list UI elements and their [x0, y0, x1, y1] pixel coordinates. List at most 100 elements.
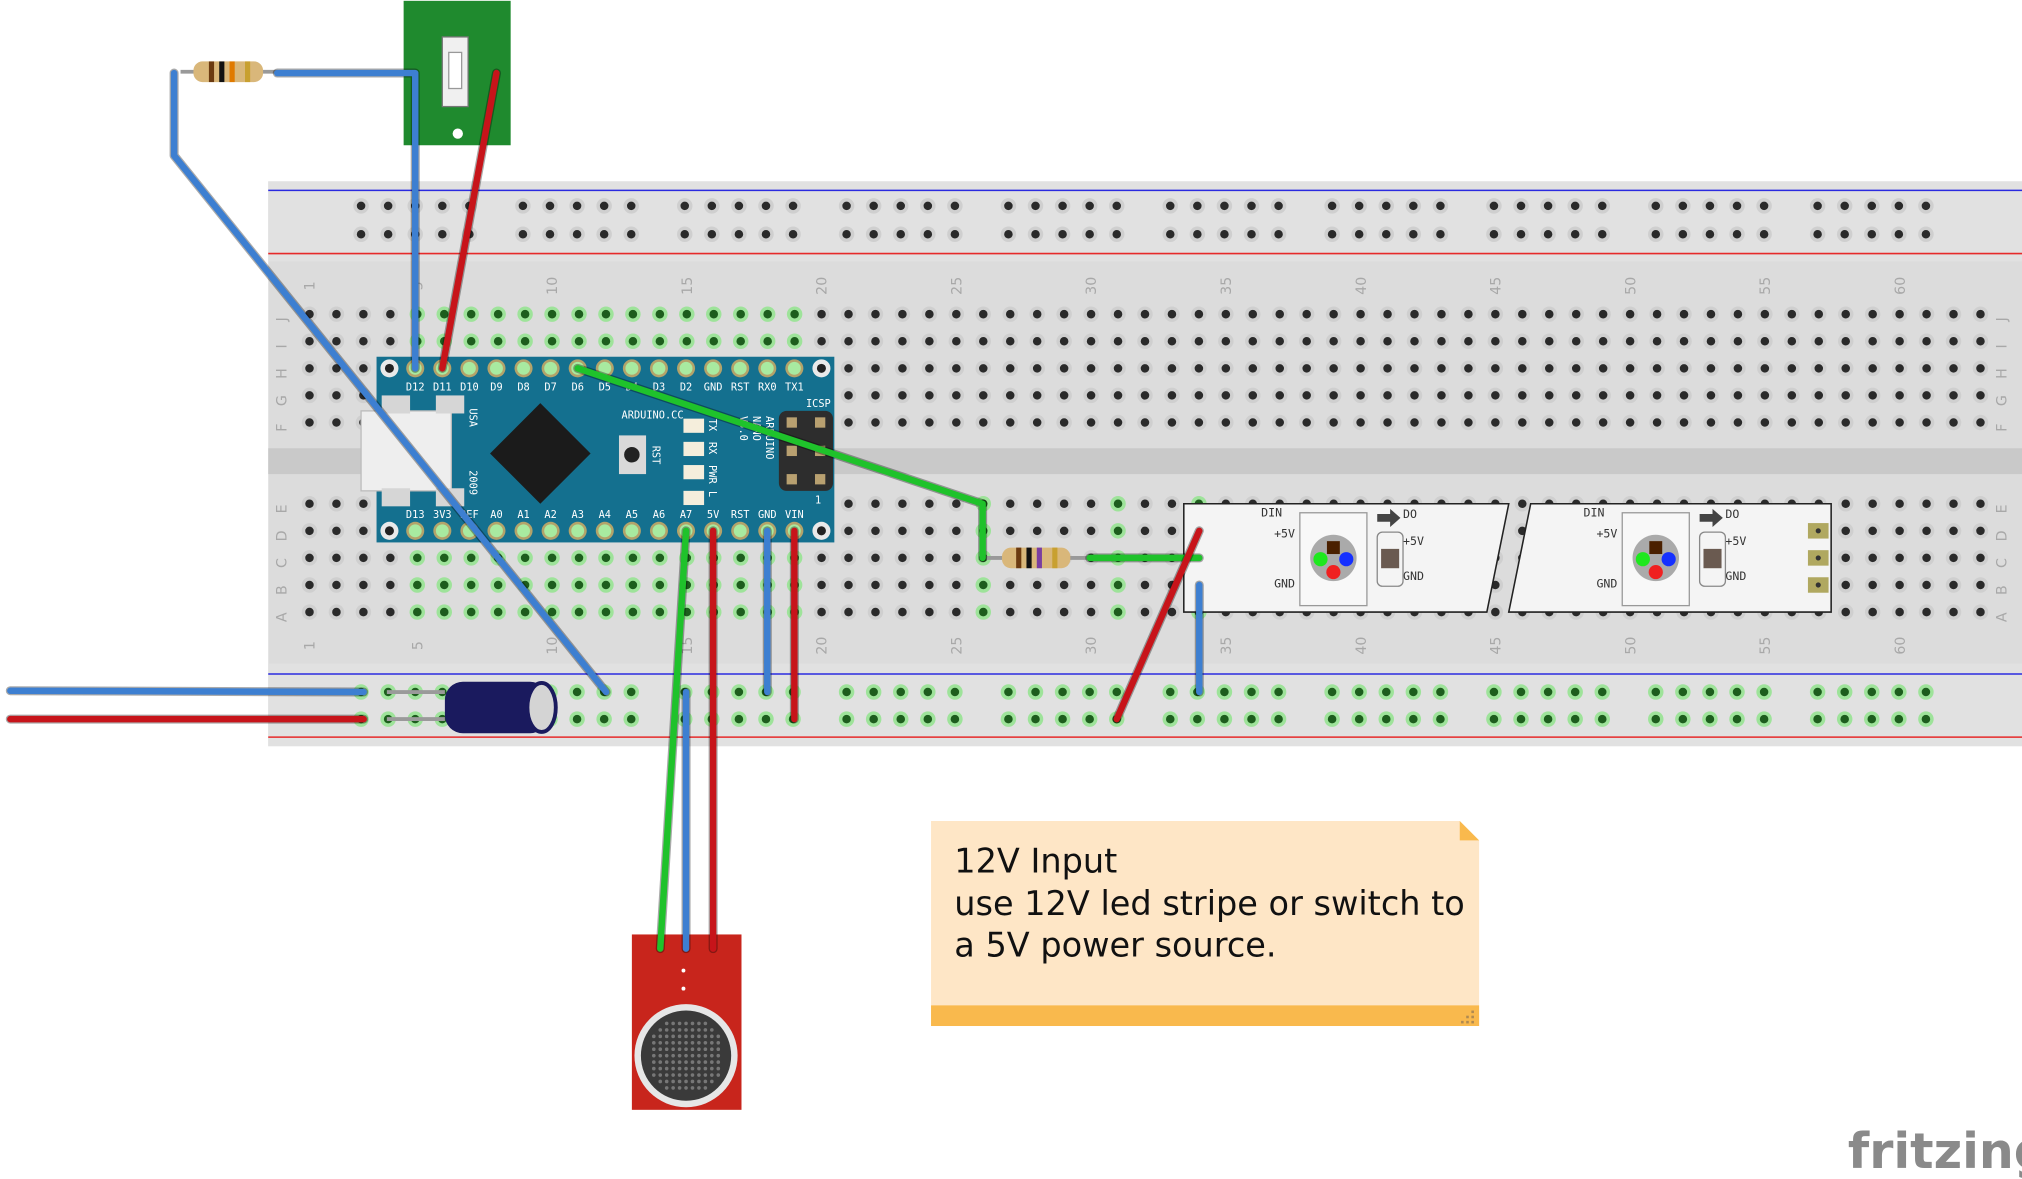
hole-center — [1248, 309, 1258, 319]
hole-center — [1840, 687, 1849, 697]
hole-center — [1706, 364, 1716, 373]
hole-center — [1005, 580, 1015, 590]
hole-center — [871, 499, 880, 509]
hole-center — [1759, 687, 1769, 697]
row-letter: H — [274, 368, 290, 379]
row-letter: J — [274, 317, 290, 322]
hole-center — [788, 201, 798, 211]
hole-center — [1895, 337, 1904, 346]
hole-center — [628, 607, 638, 617]
note-body[interactable] — [931, 820, 1480, 1027]
hole-center — [1651, 714, 1661, 724]
led-label: TX — [706, 419, 718, 432]
wire-red-strip-5v[interactable] — [1113, 527, 1203, 723]
push-button-actuator[interactable] — [448, 51, 463, 90]
hole-center — [1489, 714, 1499, 724]
hole-center — [1787, 364, 1797, 373]
hole-center — [1085, 229, 1094, 239]
hole-center — [923, 201, 933, 211]
pin-label-bottom: GND — [758, 509, 777, 521]
hole-center — [1652, 418, 1662, 427]
hole-center — [574, 553, 584, 563]
plus5v-label: +5V — [1274, 526, 1295, 540]
wire-red-button-d11[interactable] — [439, 69, 500, 372]
hole-center — [1220, 687, 1229, 697]
wire-blue-input-gnd[interactable] — [7, 687, 367, 696]
hole-center — [842, 229, 851, 239]
hole-center — [1247, 201, 1256, 211]
hole-center — [1112, 229, 1121, 239]
hole-center — [655, 553, 665, 563]
capacitor-top — [525, 681, 558, 734]
hole-center — [871, 337, 880, 346]
hole-center — [1625, 309, 1635, 319]
hole-center — [1436, 229, 1445, 239]
hole-center — [439, 607, 449, 617]
hole-center — [305, 337, 314, 346]
hole-center — [1598, 337, 1608, 346]
hole-center — [1354, 229, 1364, 239]
usb-tab — [381, 488, 411, 507]
wire-blue-button-d12[interactable] — [274, 69, 419, 372]
hole-center — [1895, 580, 1904, 590]
hole-center — [1086, 607, 1096, 617]
wire-green-d6[interactable] — [574, 365, 986, 562]
hole-center — [1787, 418, 1797, 427]
column-number: 1 — [303, 281, 319, 290]
reset-button-cap[interactable] — [624, 447, 640, 463]
hole-center — [869, 201, 878, 211]
pin-label-top: D8 — [517, 381, 529, 393]
hole-center — [466, 337, 476, 346]
hole-center — [1086, 418, 1096, 427]
icsp-pin — [786, 474, 797, 485]
hole-center — [359, 364, 368, 373]
icsp-pin — [786, 417, 797, 428]
column-number: 35 — [1219, 637, 1235, 655]
hole-center — [628, 580, 638, 590]
hole-center — [923, 229, 933, 239]
reset-label: RST — [650, 446, 662, 465]
hole-center — [871, 418, 880, 427]
hole-center — [844, 580, 853, 590]
row-letter: I — [274, 344, 290, 348]
hole-center — [1895, 499, 1904, 509]
hole-center — [952, 337, 961, 346]
hole-center — [950, 687, 960, 697]
wire-blue-resistor-gnd[interactable] — [170, 69, 610, 696]
hole-center — [1437, 309, 1446, 319]
column-number: 60 — [1893, 277, 1909, 295]
hole-center — [952, 499, 961, 509]
column-number: 5 — [410, 641, 426, 650]
pin-label-bottom: A5 — [626, 509, 638, 521]
hole-center — [332, 364, 341, 373]
hole-center — [1140, 499, 1150, 509]
hole-center — [1868, 607, 1877, 617]
hole-center — [1597, 201, 1607, 211]
hole-center — [1841, 499, 1850, 509]
hole-center — [1516, 714, 1526, 724]
hole-center — [574, 337, 584, 346]
hole-center — [1464, 337, 1473, 346]
hole-center — [736, 607, 745, 617]
hole-center — [1356, 337, 1365, 346]
hole-center — [844, 607, 853, 617]
hole-center — [386, 309, 395, 319]
note[interactable]: 12V Input use 12V led stripe or switch t… — [931, 820, 1480, 1027]
column-number: 15 — [680, 277, 696, 295]
hole-center — [1518, 309, 1527, 319]
hole-center — [1167, 309, 1177, 319]
note-line-3: a 5V power source. — [954, 925, 1276, 964]
led-l — [683, 490, 705, 506]
hole-center — [950, 201, 960, 211]
hole-center — [898, 391, 907, 400]
hole-center — [1544, 418, 1554, 427]
pin-label-bottom: RST — [731, 509, 750, 521]
hole-center — [1221, 418, 1231, 427]
hole-center — [952, 418, 961, 427]
wire-green-mic-a7[interactable] — [657, 527, 690, 952]
hole-center — [952, 391, 961, 400]
hole-center — [1166, 687, 1175, 697]
hole-center — [871, 580, 880, 590]
note-resize-grip[interactable] — [1461, 1010, 1474, 1024]
hole-center — [1491, 418, 1500, 427]
